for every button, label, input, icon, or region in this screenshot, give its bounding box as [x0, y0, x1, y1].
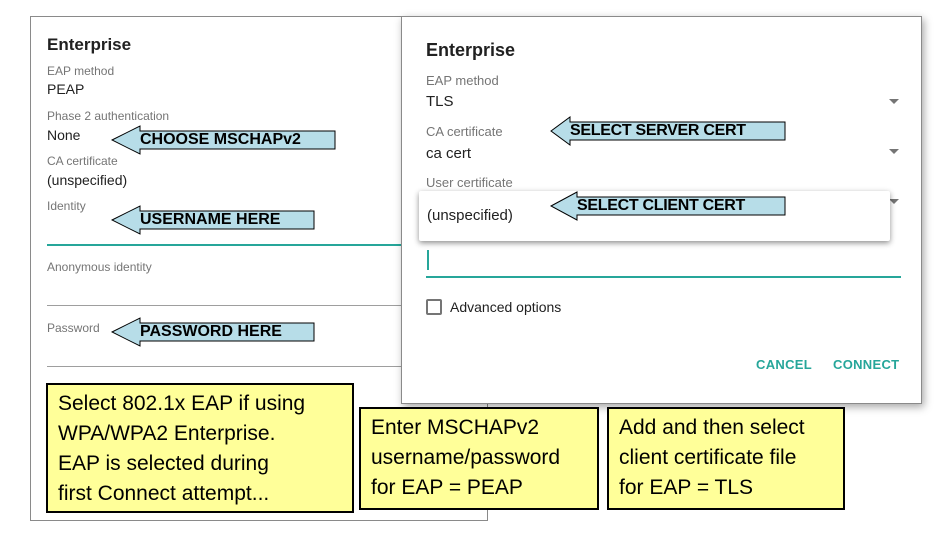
ca-certificate-dropdown-icon[interactable]	[889, 149, 899, 154]
connect-button[interactable]: CONNECT	[833, 357, 900, 372]
callout-text: SELECT CLIENT CERT	[577, 197, 745, 214]
text-cursor	[427, 250, 429, 270]
left-arrow-icon	[550, 116, 786, 146]
anonymous-identity-label: Anonymous identity	[47, 260, 152, 274]
password-label: Password	[47, 321, 100, 335]
note-line: Select 802.1x EAP if using	[58, 392, 306, 415]
callout-text: PASSWORD HERE	[140, 323, 282, 340]
identity-input[interactable]	[47, 244, 487, 246]
note-line: WPA/WPA2 Enterprise.	[58, 422, 276, 445]
anonymous-identity-input[interactable]	[47, 305, 487, 306]
eap-selection-note: Select 802.1x EAP if using WPA/WPA2 Ente…	[46, 383, 354, 513]
ca-certificate-select[interactable]: ca cert	[426, 145, 472, 162]
user-certificate-label: User certificate	[426, 175, 513, 190]
note-line: Add and then select	[619, 416, 805, 439]
left-arrow-icon	[111, 317, 315, 347]
note-line: EAP is selected during	[58, 452, 269, 475]
ca-certificate-label: CA certificate	[426, 124, 503, 139]
callout-text: USERNAME HERE	[140, 211, 281, 228]
dialog-title: Enterprise	[426, 40, 516, 60]
select-client-cert-callout: SELECT CLIENT CERT	[550, 191, 786, 221]
eap-method-select[interactable]: TLS	[426, 93, 454, 110]
peap-note: Enter MSCHAPv2 username/password for EAP…	[359, 407, 599, 510]
note-line: Enter MSCHAPv2	[371, 416, 540, 439]
tls-note: Add and then select client certificate f…	[607, 407, 845, 510]
note-line: first Connect attempt...	[58, 482, 270, 505]
password-here-callout: PASSWORD HERE	[111, 317, 315, 347]
note-line: client certificate file	[619, 446, 797, 469]
advanced-options-checkbox[interactable]	[426, 299, 442, 315]
note-line: for EAP = TLS	[619, 476, 754, 499]
callout-text: CHOOSE MSCHAPv2	[140, 131, 301, 148]
advanced-options-label[interactable]: Advanced options	[450, 299, 562, 315]
cancel-button[interactable]: CANCEL	[756, 357, 812, 372]
user-certificate-dropdown-icon[interactable]	[889, 199, 899, 204]
username-here-callout: USERNAME HERE	[111, 205, 315, 235]
phase2-value[interactable]: None	[47, 127, 81, 143]
ca-certificate-label: CA certificate	[47, 154, 118, 168]
callout-text: SELECT SERVER CERT	[570, 122, 746, 139]
eap-method-label: EAP method	[47, 64, 115, 78]
note-line: for EAP = PEAP	[371, 476, 523, 499]
left-arrow-icon	[111, 125, 336, 155]
ca-certificate-value[interactable]: (unspecified)	[47, 172, 128, 188]
left-arrow-icon	[111, 205, 315, 235]
left-arrow-icon	[550, 191, 786, 221]
eap-method-label: EAP method	[426, 73, 499, 88]
password-input[interactable]	[47, 366, 487, 367]
phase2-label: Phase 2 authentication	[47, 109, 170, 123]
select-server-cert-callout: SELECT SERVER CERT	[550, 116, 786, 146]
eap-method-dropdown-icon[interactable]	[889, 99, 899, 104]
identity-label: Identity	[47, 199, 86, 213]
note-line: username/password	[371, 446, 561, 469]
identity-input[interactable]	[426, 276, 901, 278]
choose-mschapv2-callout: CHOOSE MSCHAPv2	[111, 125, 336, 155]
dialog-title: Enterprise	[47, 35, 132, 54]
user-certificate-option[interactable]: (unspecified)	[427, 207, 513, 224]
eap-method-value[interactable]: PEAP	[47, 81, 85, 97]
